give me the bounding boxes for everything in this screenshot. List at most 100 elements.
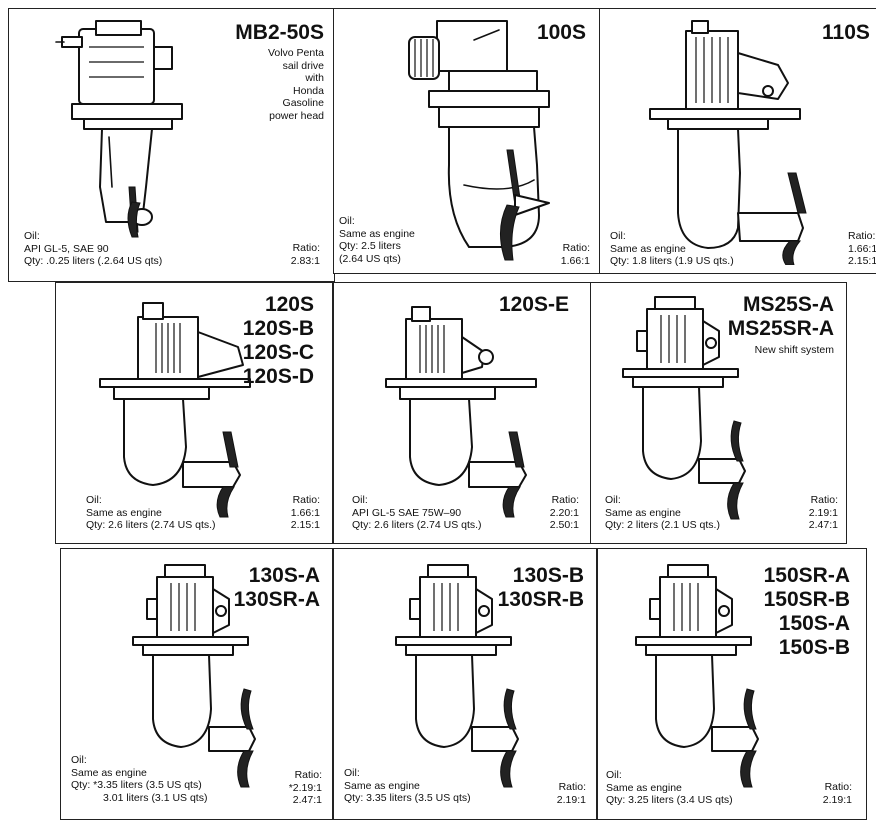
- model-title: 130SR-A: [233, 588, 320, 611]
- ratio-value: 2.19:1: [556, 793, 586, 806]
- oil-type: Same as engine: [339, 227, 415, 240]
- ratio-value: 1.66:1: [848, 242, 876, 255]
- ratio-label: Ratio:: [294, 769, 322, 781]
- model-title: 130S-A: [248, 564, 320, 587]
- oil-type: Same as engine: [606, 781, 682, 794]
- oil-quantity: Qty: 1.8 liters (1.9 US qts.): [610, 255, 734, 267]
- desc-line: sail drive: [282, 59, 324, 72]
- gear-ratio: Ratio: 1.66:1: [561, 242, 590, 267]
- ratio-value: *2.19:1: [288, 781, 322, 794]
- oil-label: Oil:: [24, 230, 40, 242]
- model-title: MS25SR-A: [727, 317, 834, 340]
- oil-quantity-us: (2.64 US qts): [339, 252, 401, 265]
- cell-130s-a: 130S-A 130SR-A Oil: Same as engine Qty: …: [60, 548, 333, 820]
- model-title: 150S-B: [778, 636, 850, 659]
- oil-quantity: Qty: 3.35 liters (3.5 US qts): [344, 792, 471, 804]
- oil-spec: Oil: API GL-5, SAE 90 Qty: .0.25 liters …: [24, 230, 162, 268]
- oil-spec: Oil: API GL-5 SAE 75W–90 Qty: 2.6 liters…: [352, 494, 482, 532]
- desc-line: power head: [269, 109, 324, 122]
- model-title: 120S-D: [242, 365, 314, 388]
- oil-label: Oil:: [344, 767, 360, 779]
- model-titles: MS25S-A MS25SR-A: [728, 293, 834, 341]
- oil-quantity: Qty: 2.6 liters (2.74 US qts.): [86, 519, 216, 531]
- model-titles: 130S-A 130SR-A: [234, 564, 320, 612]
- oil-quantity: Qty: *3.35 liters (3.5 US qts): [71, 779, 202, 791]
- ratio-label: Ratio:: [558, 781, 586, 793]
- sail-drive-100s-icon: [389, 15, 559, 265]
- oil-spec: Oil: Same as engine Qty: 2 liters (2.1 U…: [605, 494, 720, 532]
- ratio-label: Ratio:: [562, 242, 590, 254]
- ratio-label: Ratio:: [848, 230, 876, 242]
- oil-type: API GL-5 SAE 75W–90: [352, 506, 462, 519]
- oil-type: Same as engine: [610, 242, 686, 255]
- oil-spec: Oil: Same as engine Qty: 2.5 liters (2.6…: [339, 215, 415, 265]
- model-title: 120S: [264, 293, 314, 316]
- ratio-value: 2.50:1: [549, 519, 579, 531]
- sail-drive-120s-icon: [98, 297, 263, 519]
- gear-ratio: Ratio: *2.19:1 2.47:1: [289, 769, 322, 807]
- ratio-value: 2.15:1: [848, 255, 876, 267]
- oil-quantity: Qty: 2.5 liters: [339, 240, 401, 252]
- ratio-value: 2.47:1: [292, 794, 322, 806]
- ratio-value: 2.19:1: [808, 506, 838, 519]
- model-title: 150SR-B: [763, 588, 850, 611]
- oil-type: Same as engine: [71, 766, 147, 779]
- oil-type: Same as engine: [605, 506, 681, 519]
- model-title: 110S: [822, 21, 870, 44]
- model-title: 130S-B: [512, 564, 584, 587]
- sail-drive-120s-e-icon: [384, 297, 549, 519]
- model-description: New shift system: [755, 344, 834, 357]
- cell-130s-b: 130S-B 130SR-B Oil: Same as engine Qty: …: [333, 548, 597, 820]
- ratio-value: 2.20:1: [549, 506, 579, 519]
- model-title: 150SR-A: [763, 564, 850, 587]
- model-title: 150S-A: [778, 612, 850, 635]
- desc-line: Volvo Penta: [267, 47, 324, 59]
- desc-line: New shift system: [754, 344, 834, 356]
- gear-ratio: Ratio: 2.20:1 2.50:1: [550, 494, 579, 532]
- oil-spec: Oil: Same as engine Qty: 3.25 liters (3.…: [606, 769, 733, 807]
- model-titles: 110S: [822, 21, 870, 45]
- cell-100s: 100S Oil: Same as engine Qty: 2.5 liters…: [333, 8, 601, 274]
- model-titles: 120S 120S-B 120S-C 120S-D: [243, 293, 314, 389]
- model-titles: 100S: [537, 21, 586, 45]
- ratio-label: Ratio:: [292, 494, 320, 506]
- oil-label: Oil:: [71, 754, 87, 766]
- model-title: 130SR-B: [497, 588, 584, 611]
- model-titles: MB2-50S: [235, 21, 324, 45]
- ratio-value: 1.66:1: [560, 254, 590, 267]
- desc-line: with: [305, 72, 324, 84]
- oil-quantity-alt: 3.01 liters (3.1 US qts): [103, 791, 208, 804]
- oil-label: Oil:: [610, 230, 626, 242]
- ratio-label: Ratio:: [824, 781, 852, 793]
- model-title: MS25S-A: [742, 293, 834, 316]
- gear-ratio: Ratio: 1.66:1 2.15:1: [291, 494, 320, 532]
- oil-quantity: Qty: 2.6 liters (2.74 US qts.): [352, 519, 482, 531]
- ratio-label: Ratio:: [810, 494, 838, 506]
- model-title: 120S-C: [242, 341, 314, 364]
- model-titles: 120S-E: [499, 293, 569, 317]
- model-title: 120S-E: [498, 293, 569, 316]
- gear-ratio: Ratio: 2.83:1: [291, 242, 320, 267]
- ratio-value: 2.19:1: [822, 793, 852, 806]
- oil-label: Oil:: [86, 494, 102, 506]
- oil-label: Oil:: [605, 494, 621, 506]
- oil-quantity: Qty: 2 liters (2.1 US qts.): [605, 519, 720, 531]
- oil-quantity: Qty: .0.25 liters (.2.64 US qts): [24, 255, 163, 267]
- oil-label: Oil:: [606, 769, 622, 781]
- model-title: MB2-50S: [235, 21, 324, 44]
- oil-type: Same as engine: [344, 779, 420, 792]
- model-titles: 150SR-A 150SR-B 150S-A 150S-B: [764, 564, 850, 660]
- model-description: Volvo Penta sail drive with Honda Gasoli…: [268, 47, 324, 122]
- model-title: 120S-B: [242, 317, 314, 340]
- oil-quantity: Qty: 3.25 liters (3.4 US qts): [606, 794, 733, 806]
- gear-ratio: Ratio: 2.19:1: [823, 781, 852, 806]
- ratio-value: 2.83:1: [290, 254, 320, 267]
- oil-spec: Oil: Same as engine Qty: *3.35 liters (3…: [71, 754, 207, 804]
- ratio-value: 2.47:1: [808, 519, 838, 531]
- cell-120s-e: 120S-E Oil: API GL-5 SAE 75W–90 Qty: 2.6…: [333, 282, 592, 544]
- cell-150sr-a: 150SR-A 150SR-B 150S-A 150S-B Oil: Same …: [597, 548, 867, 820]
- model-title: 100S: [536, 21, 586, 44]
- ratio-value: 2.15:1: [290, 519, 320, 531]
- cell-120s: 120S 120S-B 120S-C 120S-D Oil: Same as e…: [55, 282, 333, 544]
